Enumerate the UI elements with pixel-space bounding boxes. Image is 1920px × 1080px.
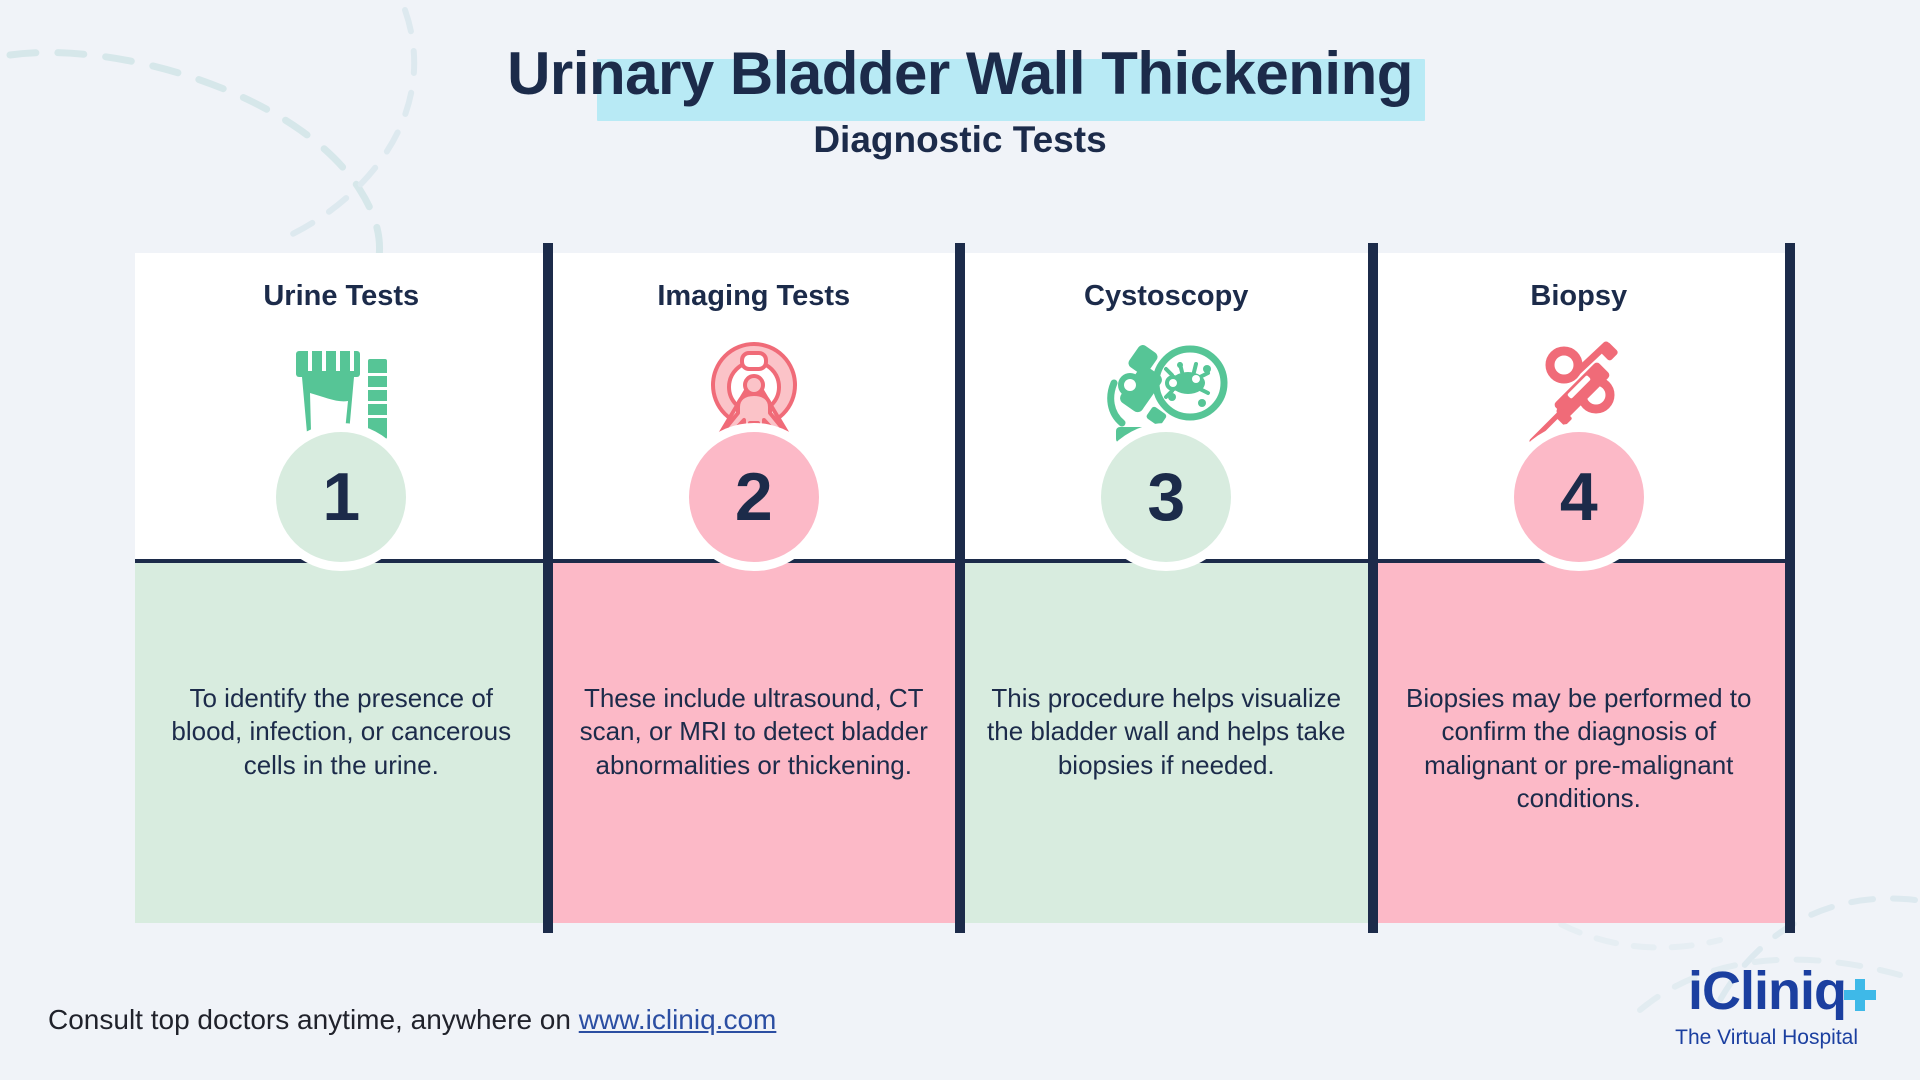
column-divider-3 [1367,243,1378,933]
footer-consult-text: Consult top doctors anytime, anywhere on… [48,1004,776,1036]
card-description-biopsy: Biopsies may be performed to confirm the… [1406,683,1752,813]
card-bottom-imaging-tests: These include ultrasound, CT scan, or MR… [547,559,960,923]
medical-cross-icon [1840,970,1880,1024]
ct-scanner-icon [548,335,961,453]
card-biopsy[interactable]: Biopsy [1372,243,1795,933]
step-number-1: 1 [276,432,407,562]
step-number-4: 4 [1513,432,1644,562]
step-badge-2: 2 [679,423,828,571]
title-highlight [597,59,1425,121]
logo-name-rest: Cliniq [1702,961,1847,1021]
card-bottom-biopsy: Biopsies may be performed to confirm the… [1372,559,1785,923]
card-description-imaging-tests: These include ultrasound, CT scan, or MR… [579,683,928,780]
biopsy-needle-icon [1373,335,1786,453]
card-description-cystoscopy: This procedure helps visualize the bladd… [987,683,1346,780]
footer-text: Consult top doctors anytime, anywhere on [48,1004,579,1035]
card-title-urine-tests: Urine Tests [263,280,420,312]
logo-tagline: The Virtual Hospital [1675,1026,1858,1049]
column-divider-1 [542,243,553,933]
title-wrap: Urinary Bladder Wall Thickening [495,40,1425,121]
page-header: Urinary Bladder Wall Thickening Diagnost… [0,0,1920,161]
step-badge-4: 4 [1504,423,1653,571]
card-bottom-cystoscopy: This procedure helps visualize the bladd… [960,559,1373,923]
card-cystoscopy[interactable]: Cystoscopy [960,243,1378,933]
card-bottom-urine-tests: To identify the presence of blood, infec… [135,559,548,923]
step-number-3: 3 [1101,432,1232,562]
card-title-biopsy: Biopsy [1530,280,1628,312]
card-imaging-tests[interactable]: Imaging Tests 2 These [547,243,965,933]
icliniq-url-link[interactable]: www.icliniq.com [578,1004,777,1035]
card-description-urine-tests: To identify the presence of blood, infec… [171,683,512,780]
logo-letter-i: i [1688,961,1703,1021]
column-divider-4 [1785,243,1795,933]
step-badge-1: 1 [267,423,416,571]
page-subtitle: Diagnostic Tests [813,119,1107,160]
step-badge-3: 3 [1092,423,1241,571]
card-title-imaging-tests: Imaging Tests [657,280,851,312]
column-divider-2 [955,243,965,933]
card-title-cystoscopy: Cystoscopy [1084,280,1249,312]
diagnostic-tests-board: Urine Tests [135,243,1795,933]
card-urine-tests[interactable]: Urine Tests [135,243,553,933]
page-title: Urinary Bladder Wall Thickening [507,40,1413,107]
step-number-2: 2 [688,432,819,562]
